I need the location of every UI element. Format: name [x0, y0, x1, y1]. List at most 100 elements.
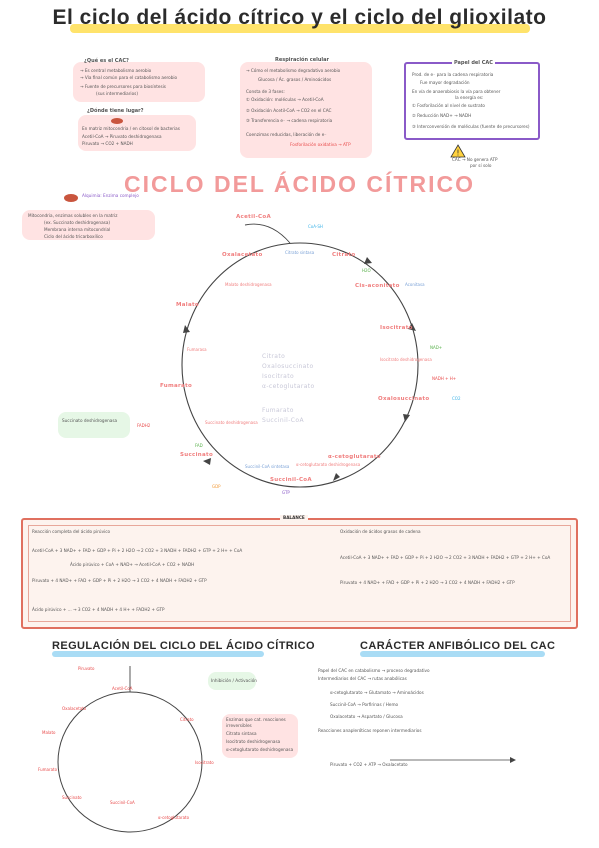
node-alfa-cetoglutarato: α-cetoglutarato: [328, 454, 381, 460]
enzyme-succinil-coa-sintetasa: Succinil-CoA sintetasa: [245, 464, 290, 469]
amphibolic-line-2: Intermediarios del CAC → rutas anabólica…: [318, 676, 407, 681]
location-box: [78, 115, 196, 151]
amphibolic-line-6: Reacciones anapleróticas reponen interme…: [318, 728, 422, 733]
balance-row-1: Acetil-CoA + 3 NAD+ + FAD + GDP + Pi + 2…: [32, 548, 243, 553]
page-title: El ciclo del ácido cítrico y el ciclo de…: [52, 6, 547, 29]
center-item-2: Oxalosuccinato: [262, 363, 314, 370]
cofactor-fad: FAD: [195, 443, 203, 448]
enzyme-succinato-dh: Succinato deshidrogenasa: [205, 420, 258, 425]
balance-panel: [21, 518, 578, 629]
regulation-legend-text: Inhibición / Activación: [211, 678, 257, 683]
cofactor-gdp: GDP: [212, 484, 221, 489]
node-malato: Malato: [176, 302, 199, 308]
intro-line-3: → Fuente de precursores para biosíntesis: [80, 84, 166, 89]
node-fumarato: Fumarato: [160, 383, 193, 389]
enzyme-note-line-1: Alquimia: Enzima complejo: [82, 193, 139, 198]
regulation-note-1: Enzimas que cat. reacciones: [226, 717, 286, 722]
regulation-diagram: [57, 666, 203, 833]
balance-row-5: Acetil-CoA + 3 NAD+ + FAD + GDP + Pi + 2…: [340, 555, 551, 560]
node-cis-aconitato: Cis-aconitato: [355, 283, 400, 289]
role-heading: Papel del CAC: [452, 60, 495, 67]
amphibolic-line-3: α-cetoglutarato → Glutamato → Aminoácido…: [330, 690, 424, 695]
balance-row-4: Ácido pirúvico + ... → 3 CO2 + 4 NADH + …: [32, 607, 165, 612]
enzyme-isocitrato-dh: Isocitrato deshidrogenasa: [380, 357, 432, 362]
respiration-box: [240, 62, 372, 158]
respiration-line-6: ③ Transferencia e⁻ → cadena respiratoria: [246, 118, 333, 123]
enzyme-note-line-4: Membrana interna mitocondrial: [44, 227, 111, 232]
intro-line-4: (sus intermediarios): [96, 91, 138, 96]
role-line-1: Prod. de e⁻ para la cadena respiratoria: [412, 72, 494, 77]
regulation-note-5: α-cetoglutarato deshidrogenasa: [226, 747, 294, 752]
center-item-4: α-cetoglutarato: [262, 383, 315, 390]
cofactor-nad-1: NAD+: [430, 345, 443, 350]
role-line-5: ① Fosforilación al nivel de sustrato: [412, 103, 485, 108]
warning-note: ! CAC → No genera ATP por sí solo: [450, 143, 498, 168]
intro-line-2: → Vía final común para el catabolismo ae…: [80, 75, 178, 80]
reg-node-succinil-coa: Succinil-CoA: [110, 800, 135, 805]
title-highlight: [70, 24, 530, 33]
respiration-line-1: → Cómo el metabolismo degradativo aerobi…: [246, 68, 341, 73]
cycle-title: CICLO DEL ÁCIDO CÍTRICO: [124, 171, 475, 197]
succinate-dh-note-text: Succinato deshidrogenasa: [62, 418, 118, 423]
amphibolic-line-5: Oxalacetato → Aspartato / Glucosa: [330, 714, 403, 719]
enzyme-note-line-5: Ciclo del ácido tricarboxílico: [44, 234, 103, 239]
node-succinil-coa: Succinil-CoA: [270, 477, 312, 483]
reg-node-citrato: Citrato: [180, 717, 194, 722]
center-item-5: Fumarato: [262, 407, 294, 414]
warning-line-2: por sí solo: [470, 163, 492, 168]
cofactor-co2-1: CO2: [452, 396, 461, 401]
enzyme-malato-dh: Malato deshidrogenasa: [225, 282, 272, 287]
cycle-diagram: [181, 223, 419, 488]
enzyme-icon: [64, 194, 78, 202]
regulation-title: REGULACIÓN DEL CICLO DEL ÁCIDO CÍTRICO: [52, 640, 315, 652]
regulation-legend: [208, 672, 256, 690]
reg-node-succinato: Succinato: [62, 795, 82, 800]
amphibolic-line-4: Succinil-CoA → Porfirinas / Hemo: [330, 702, 399, 707]
enzyme-citrato-sintasa: Citrato sintasa: [285, 250, 315, 255]
location-line-2: Acetil-CoA → Piruvato deshidrogenasa: [82, 134, 162, 139]
mitochondria-icon: [111, 118, 123, 124]
enzyme-akg-dh: α-cetoglutarato deshidrogenasa: [296, 462, 361, 467]
intro-question-2: ¿Dónde tiene lugar?: [87, 108, 144, 114]
intro-box: [73, 62, 205, 102]
node-oxalacetato: Oxalacetato: [222, 252, 263, 258]
cofactor-h2o-1: H2O: [362, 268, 371, 273]
reg-node-malato: Malato: [42, 730, 56, 735]
role-line-3: En vía de anaerobiosis la vía para obten…: [412, 89, 501, 94]
center-item-1: Citrato: [262, 353, 286, 360]
cofactor-fadh2: FADH2: [137, 423, 151, 428]
warning-line-1: CAC → No genera ATP: [452, 157, 498, 162]
reg-node-fumarato: Fumarato: [38, 767, 58, 772]
cofactor-nadh-1: NADH + H+: [432, 376, 457, 381]
balance-row-3: Piruvato + 4 NAD+ + FAD + GDP + Pi + 2 H…: [32, 578, 207, 583]
cofactor-gtp: GTP: [282, 490, 290, 495]
reg-node-piruvato: Piruvato: [78, 666, 95, 671]
role-line-2: Fue mayor degradación: [420, 80, 470, 85]
cycle-ring: [181, 242, 419, 488]
respiration-heading: Respiración celular: [275, 57, 329, 63]
reg-node-isocitrato: Isocitrato: [195, 760, 214, 765]
acetyl-entry-arrow: [244, 223, 291, 244]
regulation-note-box: [222, 714, 298, 758]
center-item-3: Isocitrato: [262, 373, 295, 380]
regulation-title-highlight: [52, 651, 264, 657]
node-acetil-coa: Acetil-CoA: [236, 214, 272, 220]
amphibolic-arrows: [390, 757, 516, 763]
balance-label: BALANCE: [280, 515, 308, 521]
amphibolic-line-1: Papel del CAC en catabolismo → proceso d…: [318, 668, 430, 673]
regulation-note-4: Isocitrato deshidrogenasa: [226, 739, 281, 744]
node-citrato: Citrato: [332, 252, 356, 258]
node-oxalosuccinato: Oxalosuccinato: [378, 396, 430, 402]
reg-node-oxalacetato: Oxalacetato: [62, 706, 87, 711]
warning-icon: !: [450, 144, 466, 158]
amphibolic-title: CARÁCTER ANFIBÓLICO DEL CAC: [360, 640, 556, 652]
respiration-line-5: ② Oxidación Acetil-CoA → CO2 en el CAC: [246, 108, 332, 113]
role-line-6: ② Reducción NAD+ → NADH: [412, 113, 472, 118]
amphibolic-arrowhead: [510, 757, 516, 763]
regulation-note-3: Citrato sintasa: [226, 731, 257, 736]
node-succinato: Succinato: [180, 452, 214, 458]
location-line-1: En matriz mitocondria / en citosol de ba…: [82, 126, 180, 131]
balance-row-6: Piruvato + 4 NAD+ + FAD + GDP + Pi + 2 H…: [340, 580, 515, 585]
location-line-3: Piruvato → CO2 + NADH: [82, 141, 133, 146]
role-line-7: ③ Interconversión de moléculas (fuente d…: [412, 124, 530, 129]
